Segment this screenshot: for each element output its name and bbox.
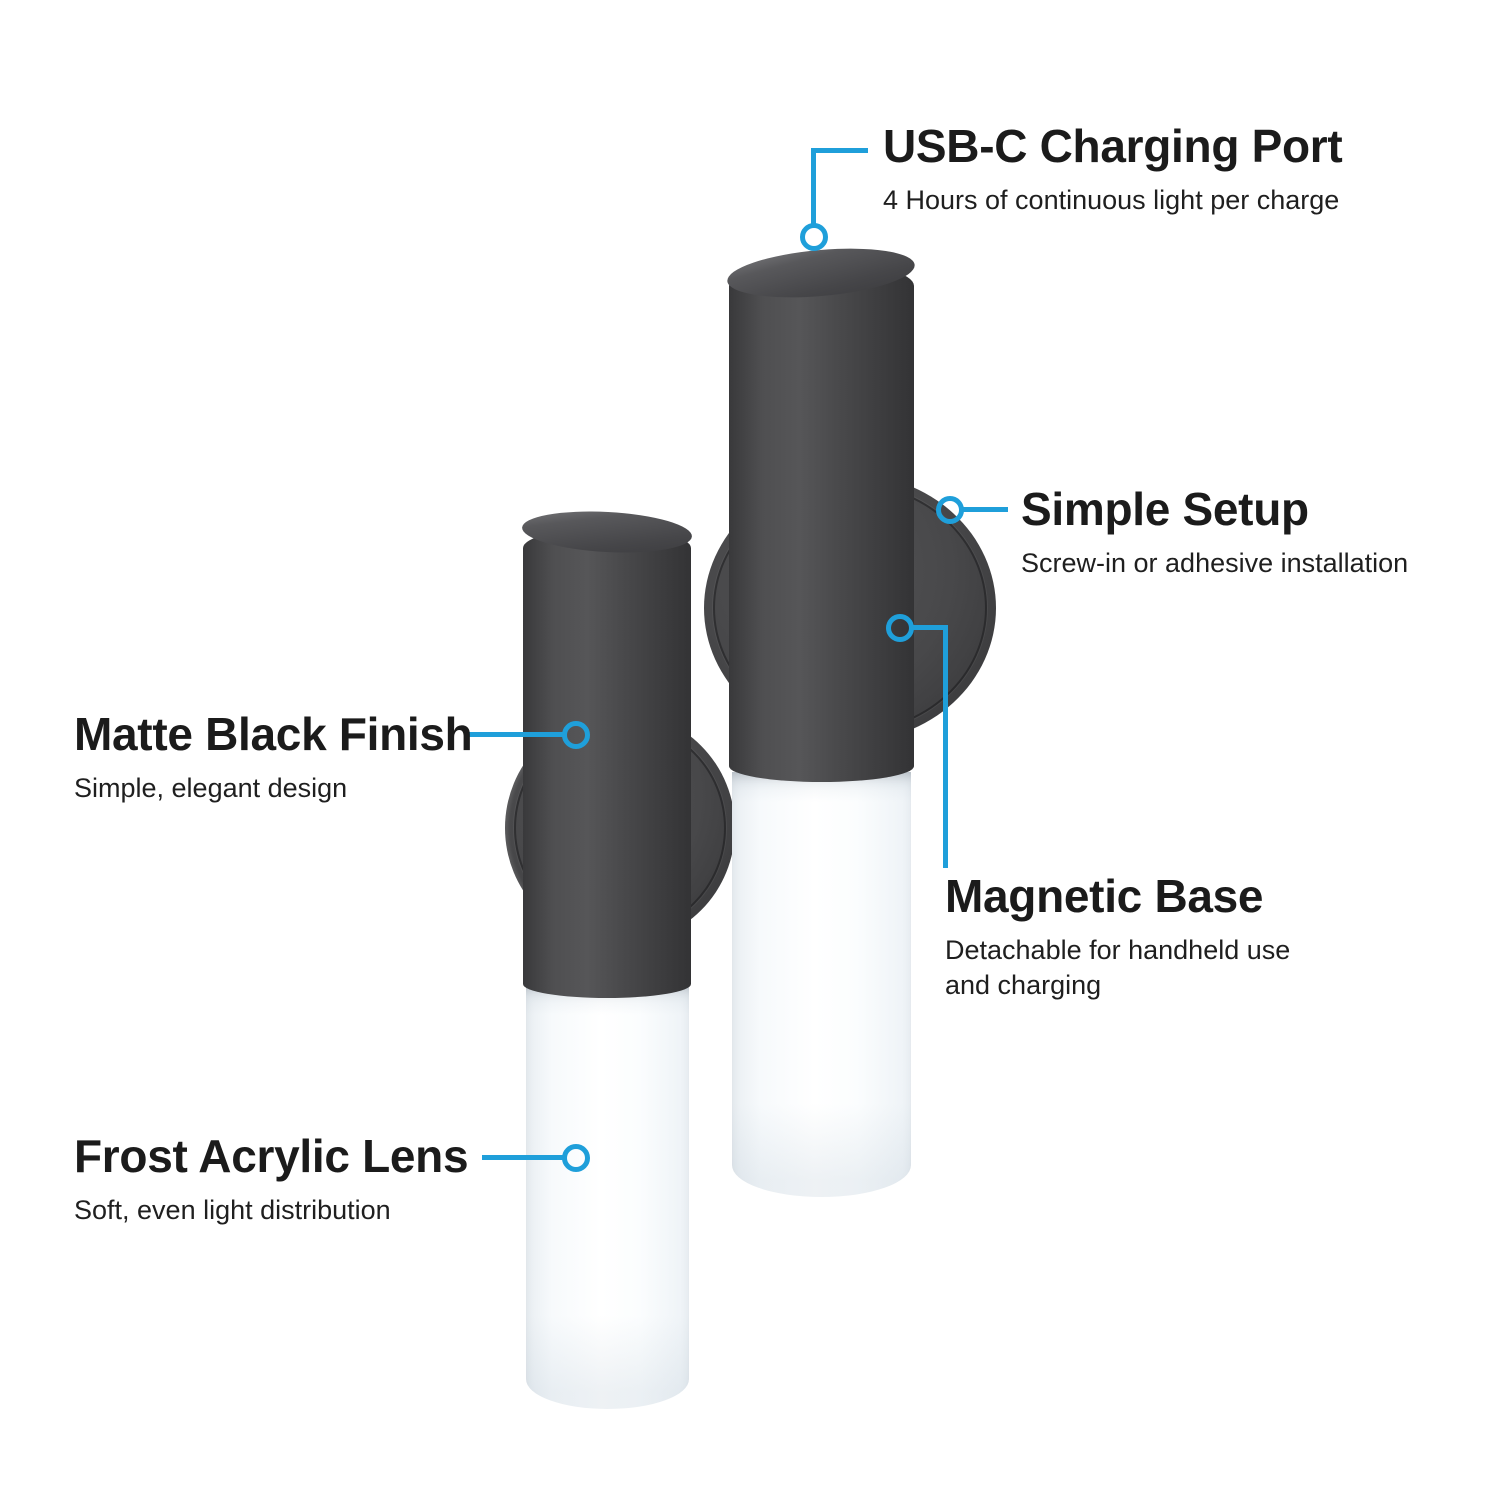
matte-black-finish-subtitle: Simple, elegant design: [74, 772, 348, 803]
simple-setup-marker: [936, 496, 964, 524]
matte-black-finish-marker: [562, 721, 590, 749]
left-lamp-body: [523, 528, 691, 998]
callout-matte-black-finish: Matte Black Finish Simple, elegant desig…: [74, 708, 473, 806]
simple-setup-leader-line: [962, 507, 1008, 512]
callout-magnetic-base: Magnetic Base Detachable for handheld us…: [945, 870, 1325, 1003]
usb-charging-port-title: USB-C Charging Port: [883, 120, 1343, 172]
callout-simple-setup: Simple Setup Screw-in or adhesive instal…: [1021, 483, 1408, 581]
right-lamp-body: [729, 262, 914, 782]
simple-setup-subtitle: Screw-in or adhesive installation: [1021, 547, 1409, 578]
matte-black-finish-leader-line: [468, 732, 564, 737]
callout-frost-acrylic-lens: Frost Acrylic Lens Soft, even light dist…: [74, 1130, 469, 1228]
magnetic-base-title: Magnetic Base: [945, 870, 1264, 922]
frost-acrylic-lens-marker: [562, 1144, 590, 1172]
magnetic-base-marker: [886, 614, 914, 642]
magnetic-base-leader-line-vertical: [943, 625, 948, 868]
magnetic-base-subtitle: Detachable for handheld use and charging: [945, 934, 1291, 1000]
usb-charging-port-marker: [800, 223, 828, 251]
matte-black-finish-title: Matte Black Finish: [74, 708, 473, 760]
usb-charging-port-leader-line-horizontal: [811, 148, 868, 153]
usb-charging-port-subtitle: 4 Hours of continuous light per charge: [883, 184, 1340, 215]
usb-charging-port-leader-line-vertical: [811, 148, 816, 225]
frost-acrylic-lens-leader-line: [482, 1155, 564, 1160]
frost-acrylic-lens-subtitle: Soft, even light distribution: [74, 1194, 391, 1225]
left-lamp-frost-lens: [526, 985, 689, 1409]
magnetic-base-leader-line-horizontal: [912, 625, 948, 630]
simple-setup-title: Simple Setup: [1021, 483, 1309, 535]
frost-acrylic-lens-title: Frost Acrylic Lens: [74, 1130, 469, 1182]
callout-usb-charging-port: USB-C Charging Port 4 Hours of continuou…: [883, 120, 1343, 218]
right-lamp-frost-lens: [732, 772, 911, 1197]
